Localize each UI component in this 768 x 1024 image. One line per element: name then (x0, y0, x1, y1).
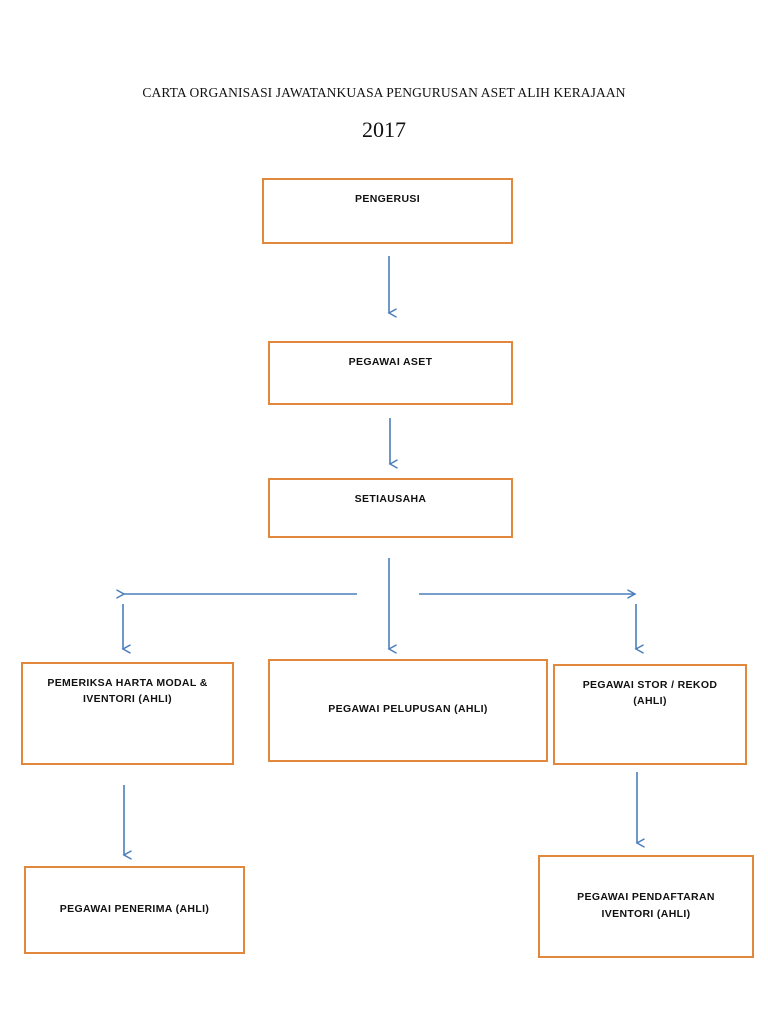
node-pegawai-pendaftaran-iventori[interactable]: PEGAWAI PENDAFTARAN IVENTORI (AHLI) (538, 855, 754, 958)
node-pemeriksa-harta-modal-label: PEMERIKSA HARTA MODAL & IVENTORI (AHLI) (47, 677, 208, 706)
node-pegawai-stor-rekod[interactable]: PEGAWAI STOR / REKOD (AHLI) (553, 664, 747, 765)
node-pegawai-pendaftaran-iventori-label: PEGAWAI PENDAFTARAN IVENTORI (AHLI) (577, 891, 715, 920)
node-pengerusi-label: PENGERUSI (355, 193, 420, 205)
node-pemeriksa-harta-modal[interactable]: PEMERIKSA HARTA MODAL & IVENTORI (AHLI) (21, 662, 234, 765)
chart-title: CARTA ORGANISASI JAWATANKUASA PENGURUSAN… (142, 85, 626, 100)
node-setiausaha[interactable]: SETIAUSAHA (268, 478, 513, 538)
node-pegawai-penerima-label: PEGAWAI PENERIMA (AHLI) (59, 902, 210, 915)
node-pegawai-pelupusan[interactable]: PEGAWAI PELUPUSAN (AHLI) (268, 659, 548, 762)
node-pegawai-aset-label: PEGAWAI ASET (348, 356, 433, 368)
chart-year: 2017 (362, 117, 406, 142)
node-pegawai-aset[interactable]: PEGAWAI ASET (268, 341, 513, 405)
node-pengerusi[interactable]: PENGERUSI (262, 178, 513, 244)
node-pegawai-penerima[interactable]: PEGAWAI PENERIMA (AHLI) (24, 866, 245, 954)
node-pegawai-stor-rekod-label: PEGAWAI STOR / REKOD (AHLI) (582, 679, 718, 708)
node-setiausaha-label: SETIAUSAHA (354, 493, 427, 505)
node-pegawai-pelupusan-label: PEGAWAI PELUPUSAN (AHLI) (328, 703, 488, 716)
